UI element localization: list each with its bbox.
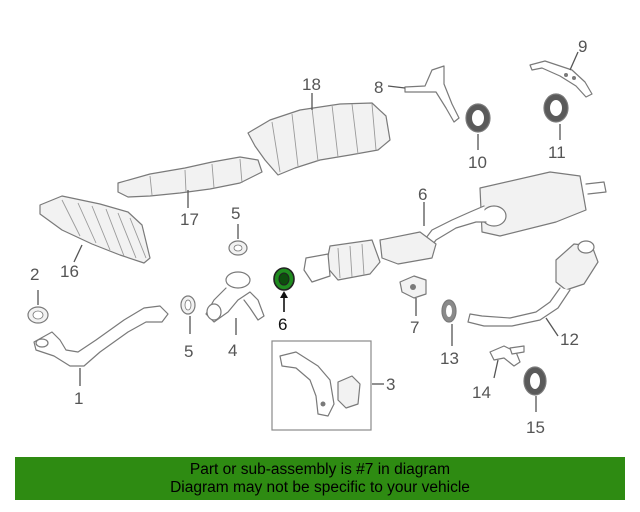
callout-19: 18 xyxy=(302,75,321,94)
part-7-gasket-highlighted[interactable] xyxy=(273,267,295,291)
part-16-hanger[interactable] xyxy=(523,366,547,396)
part-9-bracket[interactable] xyxy=(404,65,460,123)
part-19-heat-insulator[interactable] xyxy=(247,102,391,176)
part-5-gasket-upper[interactable] xyxy=(228,240,248,256)
callout-7-arrow-icon xyxy=(280,291,288,298)
part-11-hanger[interactable] xyxy=(465,103,491,133)
part-12-hanger[interactable] xyxy=(543,93,569,123)
callout-14: 13 xyxy=(440,349,459,368)
callout-9: 8 xyxy=(374,78,383,97)
callout-6: 6 xyxy=(418,185,427,204)
callout-3: 3 xyxy=(386,375,395,394)
callout-5-upper: 5 xyxy=(231,204,240,223)
part-15-bracket[interactable] xyxy=(489,345,525,367)
callout-10: 9 xyxy=(578,37,587,56)
banner-line-1: Part or sub-assembly is #7 in diagram xyxy=(189,460,451,478)
part-10-bracket[interactable] xyxy=(529,60,593,98)
callout-13: 12 xyxy=(560,330,579,349)
callout-11: 10 xyxy=(468,153,487,172)
part-3-bracket[interactable] xyxy=(271,340,372,431)
callout-15: 14 xyxy=(472,383,491,402)
part-6-muffler-assembly[interactable] xyxy=(303,171,607,283)
callout-1: 1 xyxy=(74,389,83,408)
callout-17: 16 xyxy=(60,262,79,281)
part-2-gasket[interactable] xyxy=(27,306,49,324)
callout-18: 17 xyxy=(180,210,199,229)
part-4-exhaust-flange[interactable] xyxy=(205,271,265,323)
part-8-hanger[interactable] xyxy=(399,275,427,299)
callout-12: 11 xyxy=(548,143,566,162)
banner-line-2: Diagram may not be specific to your vehi… xyxy=(170,478,470,496)
callout-16: 15 xyxy=(526,418,545,437)
part-1-front-exhaust-pipe[interactable] xyxy=(33,305,169,367)
part-13-tail-pipe[interactable] xyxy=(467,240,599,327)
callout-2: 2 xyxy=(30,265,39,284)
callout-5-lower: 5 xyxy=(184,342,193,361)
part-17-heat-insulator[interactable] xyxy=(39,195,151,264)
part-14-gasket[interactable] xyxy=(441,299,457,323)
part-5-gasket-lower[interactable] xyxy=(180,295,196,315)
part-notice-banner: Part or sub-assembly is #7 in diagram Di… xyxy=(15,457,625,500)
callout-7: 6 xyxy=(278,315,287,334)
callout-8: 7 xyxy=(410,318,419,337)
part-18-heat-insulator[interactable] xyxy=(117,156,263,198)
callout-4: 4 xyxy=(228,341,237,360)
